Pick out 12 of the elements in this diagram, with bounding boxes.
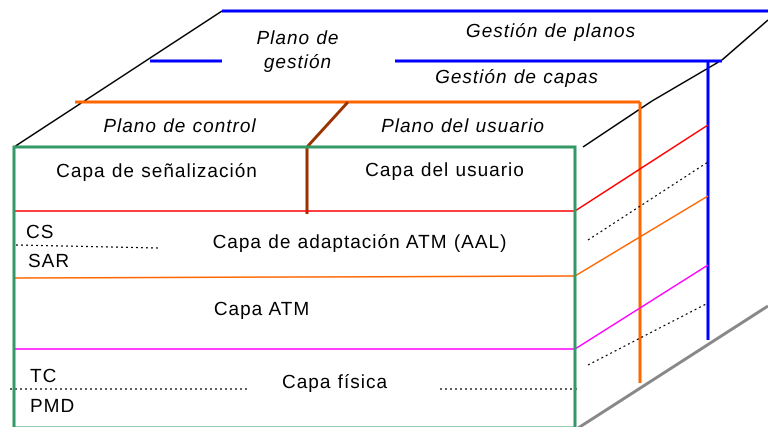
plane-label: Plano de gestión (255, 27, 340, 75)
layer-label: TC (29, 365, 58, 389)
plane-label: Plano del usuario (380, 115, 546, 139)
layer-label: Capa ATM (212, 298, 312, 322)
plane-label: Gestión de planos (464, 20, 638, 44)
layer-label: Capa de señalización (55, 160, 259, 184)
layer-label: PMD (29, 395, 76, 419)
layer-label: CS (25, 221, 56, 245)
plane-label: Plano de control (102, 115, 258, 139)
plane-label: Gestión de capas (434, 66, 600, 90)
layer-label: Capa del usuario (364, 159, 526, 183)
layer-label: SAR (27, 250, 72, 274)
